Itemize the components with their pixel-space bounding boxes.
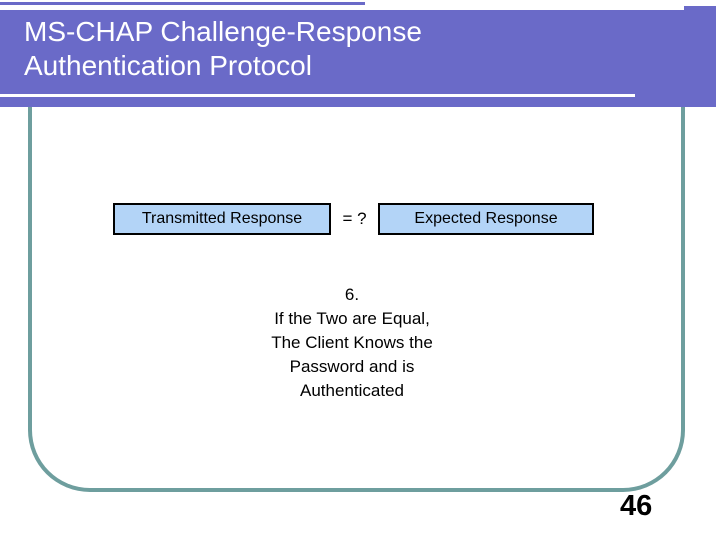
body-text-line: If the Two are Equal, (274, 309, 430, 328)
slide-title-line1: MS-CHAP Challenge-Response (24, 16, 422, 47)
body-text-line: Authenticated (300, 381, 404, 400)
top-accent-line (0, 2, 365, 5)
slide-title-line2: Authentication Protocol (24, 50, 312, 81)
body-text: 6. If the Two are Equal, The Client Know… (202, 283, 502, 403)
transmitted-response-label: Transmitted Response (141, 210, 303, 227)
body-text-line: The Client Knows the (271, 333, 433, 352)
page-number: 46 (620, 490, 653, 522)
equals-question-operator: = ? (342, 209, 367, 228)
title-bar: MS-CHAP Challenge-Response Authenticatio… (0, 10, 716, 107)
expected-response-box: Expected Response (378, 203, 594, 235)
body-text-line: 6. (344, 285, 360, 304)
expected-response-label: Expected Response (414, 210, 558, 227)
body-text-line: Password and is (289, 357, 415, 376)
title-underline (0, 94, 635, 97)
content-frame (28, 107, 685, 492)
title-bar-right-step (684, 6, 716, 12)
transmitted-response-box: Transmitted Response (113, 203, 331, 235)
slide-title: MS-CHAP Challenge-Response Authenticatio… (24, 15, 422, 83)
